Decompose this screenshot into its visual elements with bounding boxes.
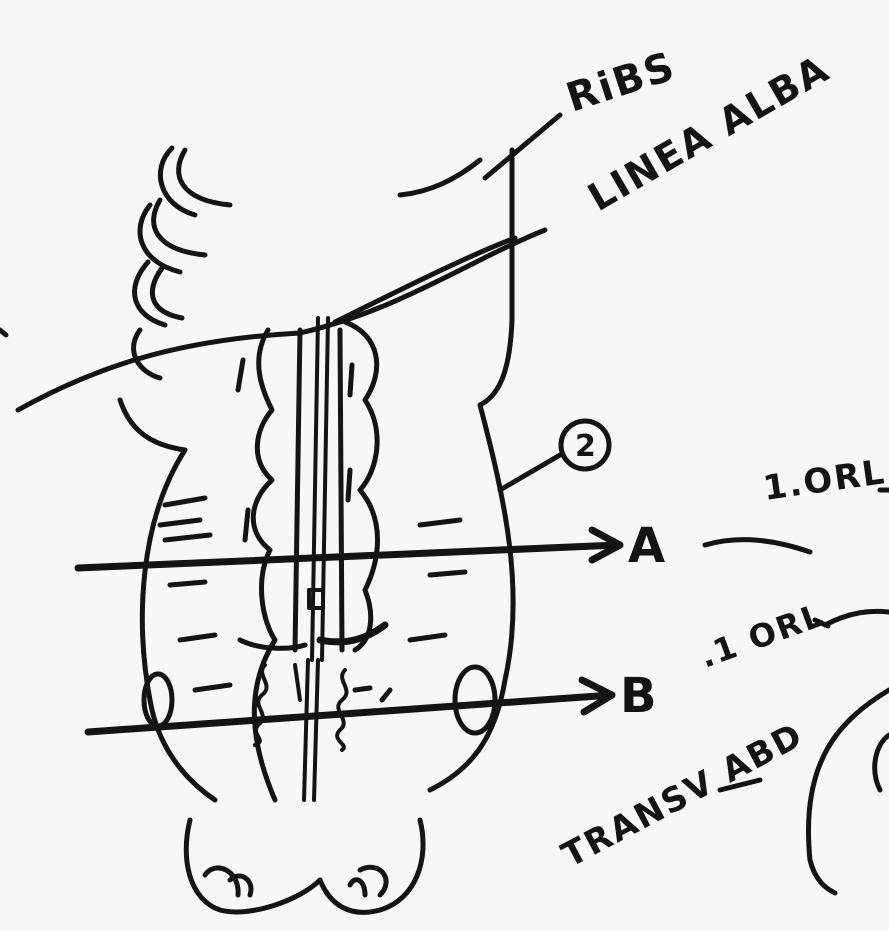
- label-arrow-a: A: [628, 518, 667, 574]
- label-circled-number: 2: [575, 429, 598, 464]
- label-arrow-b: B: [620, 668, 659, 724]
